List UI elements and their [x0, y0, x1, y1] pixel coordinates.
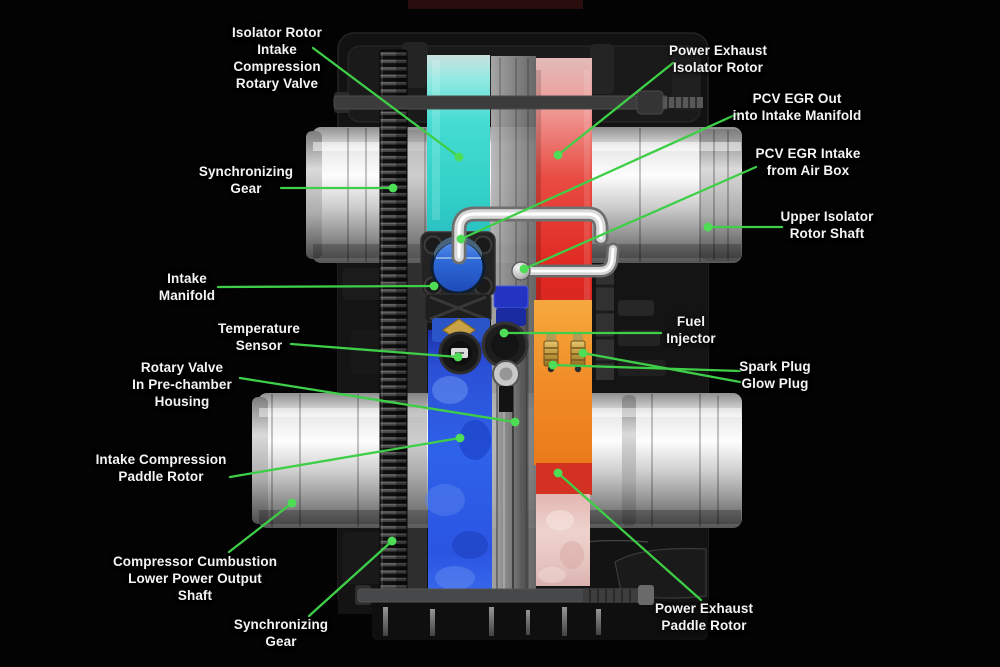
callout-dot-intake-compression-paddle-rotor — [455, 433, 465, 443]
rotary-valve-blue-block-lower — [496, 308, 526, 326]
top-red-sliver — [408, 0, 583, 9]
leader-line-glow-plug — [581, 351, 742, 384]
callout-dot-upper-isolator-rotor-shaft — [703, 222, 713, 232]
pcv-egr-intake-pipe — [511, 242, 620, 281]
leader-line-pcv-egr-intake — [522, 165, 758, 271]
callout-dot-spark-plug — [548, 360, 558, 370]
leader-line-rotary-valve-pre-chamber — [238, 376, 517, 424]
leader-line-temperature-sensor — [289, 342, 460, 359]
label-power-exhaust-paddle-rotor: Power Exhaust Paddle Rotor — [654, 601, 754, 633]
callout-dot-isolator-rotor-valve — [454, 152, 464, 162]
upper-tie-rod — [333, 90, 703, 115]
leader-line-power-exhaust-isolator-rotor — [556, 61, 675, 157]
power-exhaust-paddle-channel — [534, 300, 592, 586]
label-intake-compression-paddle-rotor: Intake Compression Paddle Rotor — [95, 452, 227, 484]
leader-line-intake-compression-paddle-rotor — [228, 436, 462, 479]
intake-compression-paddle-channel — [425, 330, 492, 602]
callout-dot-pcv-egr-intake — [519, 264, 529, 274]
lower-tie-rod — [355, 585, 654, 605]
callout-dot-rotary-valve-pre-chamber — [510, 417, 520, 427]
left-inner-column — [406, 130, 427, 600]
leader-line-intake-manifold — [216, 284, 436, 289]
leader-line-isolator-rotor-valve — [311, 46, 461, 159]
callout-dot-synchronizing-gear-top — [388, 183, 398, 193]
callout-dot-fuel-injector — [499, 328, 509, 338]
label-intake-manifold: Intake Manifold — [158, 271, 216, 303]
label-spark-plug-glow-plug: Spark Plug Glow Plug — [739, 359, 811, 391]
rotary-valve-blue-block — [493, 285, 529, 309]
temperature-sensor-component — [432, 318, 490, 375]
label-pcv-egr-out: PCV EGR Out into Intake Manifold — [732, 91, 862, 123]
callout-dot-pcv-egr-out — [456, 234, 466, 244]
callout-dots — [287, 150, 713, 546]
label-upper-isolator-rotor-shaft: Upper Isolator Rotor Shaft — [780, 209, 874, 241]
bottom-plate — [372, 602, 708, 640]
label-synchronizing-gear-top: Synchronizing Gear — [198, 164, 294, 196]
synchronizing-gear-strip — [379, 49, 408, 609]
label-compressor-cumbustion-lower-power-output-shaft: Compressor Cumbustion Lower Power Output… — [112, 554, 278, 603]
leader-line-spark-plug — [551, 363, 742, 373]
leader-line-synchronizing-gear-bottom — [307, 539, 394, 618]
label-fuel-injector: Fuel Injector — [666, 314, 716, 346]
intake-compression-rotary-valve-channel — [427, 55, 490, 231]
spark-plug-glow-plug-pair — [543, 334, 586, 373]
label-rotary-valve-in-pre-chamber-housing: Rotary Valve In Pre-chamber Housing — [132, 360, 232, 409]
callout-dot-intake-manifold — [429, 281, 439, 291]
leader-line-power-exhaust-paddle-rotor — [556, 471, 703, 602]
leader-line-compressor-output-shaft — [227, 501, 294, 554]
label-synchronizing-gear-bottom: Synchronizing Gear — [233, 617, 329, 649]
label-power-exhaust-isolator-rotor: Power Exhaust Isolator Rotor — [668, 43, 768, 75]
glow-plug — [570, 334, 586, 373]
callout-dot-synchronizing-gear-bottom — [387, 536, 397, 546]
label-pcv-egr-intake: PCV EGR Intake from Air Box — [755, 146, 861, 178]
leader-lines — [216, 46, 784, 618]
callout-dot-glow-plug — [578, 348, 588, 358]
callout-dot-temperature-sensor — [453, 352, 463, 362]
label-temperature-sensor: Temperature Sensor — [218, 321, 300, 353]
callout-dot-compressor-output-shaft — [287, 498, 297, 508]
label-isolator-rotor-intake-compression-rotary-valve: Isolator Rotor Intake Compression Rotary… — [232, 25, 322, 91]
pcv-egr-out-pipe — [451, 206, 609, 265]
callout-dot-power-exhaust-paddle-rotor — [553, 468, 563, 478]
leader-line-pcv-egr-out — [459, 112, 739, 241]
callout-dot-power-exhaust-isolator-rotor — [553, 150, 563, 160]
